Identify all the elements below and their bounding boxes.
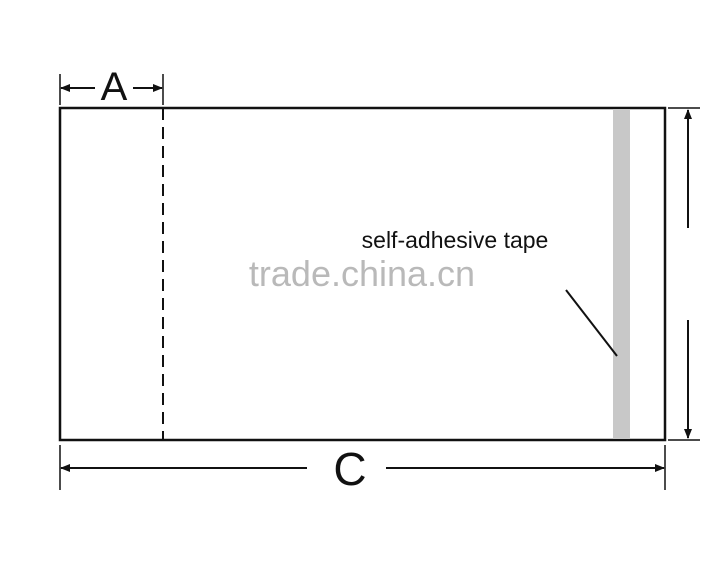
height-dimension-indicator — [668, 107, 700, 441]
dimension-a-label: A — [101, 65, 128, 109]
dimension-c-label: C — [333, 443, 366, 495]
tape-callout-leader-line — [565, 289, 618, 357]
dimension-c-indicator: C — [59, 443, 666, 495]
bag-outline — [58, 106, 667, 442]
adhesive-tape-strip — [613, 109, 630, 439]
watermark-text: trade.china.cn — [249, 253, 475, 294]
dimension-a-indicator: A — [59, 65, 164, 109]
tape-callout-label: self-adhesive tape — [362, 227, 549, 253]
